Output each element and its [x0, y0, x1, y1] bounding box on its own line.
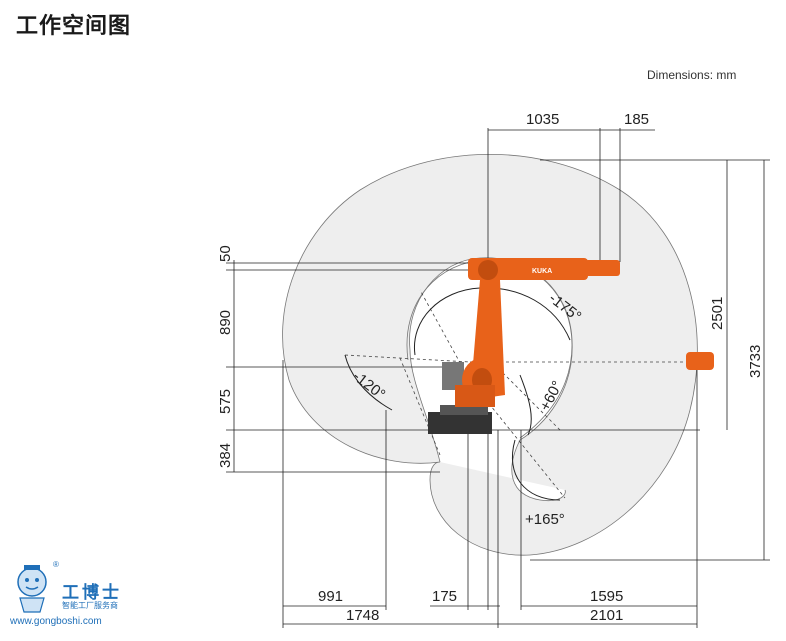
page-title: 工作空间图 [16, 14, 132, 39]
dim-575: 575 [217, 389, 234, 414]
dim-1595: 1595 [590, 588, 623, 605]
robot-illustration: KUKA [428, 258, 714, 434]
watermark-website: www.gongboshi.com [10, 616, 102, 627]
watermark-subtitle: 智能工厂服务商 [62, 601, 118, 610]
dim-1035: 1035 [526, 111, 559, 128]
mascot-icon [17, 565, 47, 613]
dim-185: 185 [624, 111, 649, 128]
dim-3733: 3733 [747, 345, 764, 378]
dim-50: 50 [217, 245, 234, 262]
dim-2501: 2501 [709, 297, 726, 330]
dim-384: 384 [217, 443, 234, 468]
registered-mark: ® [53, 560, 59, 569]
watermark-logo: ® 工博士 智能工厂服务商 www.gongboshi.com [8, 560, 148, 635]
units-label: Dimensions: mm [647, 68, 737, 82]
dim-175: 175 [432, 588, 457, 605]
dim-2101: 2101 [590, 607, 623, 624]
robot-arm-extended [686, 352, 714, 370]
dim-890: 890 [217, 310, 234, 335]
watermark-brand: 工博士 [62, 583, 122, 603]
angle-plus-165: +165° [525, 511, 565, 528]
robot-brand-label: KUKA [532, 268, 552, 275]
dim-1748: 1748 [346, 607, 379, 624]
dimension-lines [226, 128, 770, 628]
dim-991: 991 [318, 588, 343, 605]
